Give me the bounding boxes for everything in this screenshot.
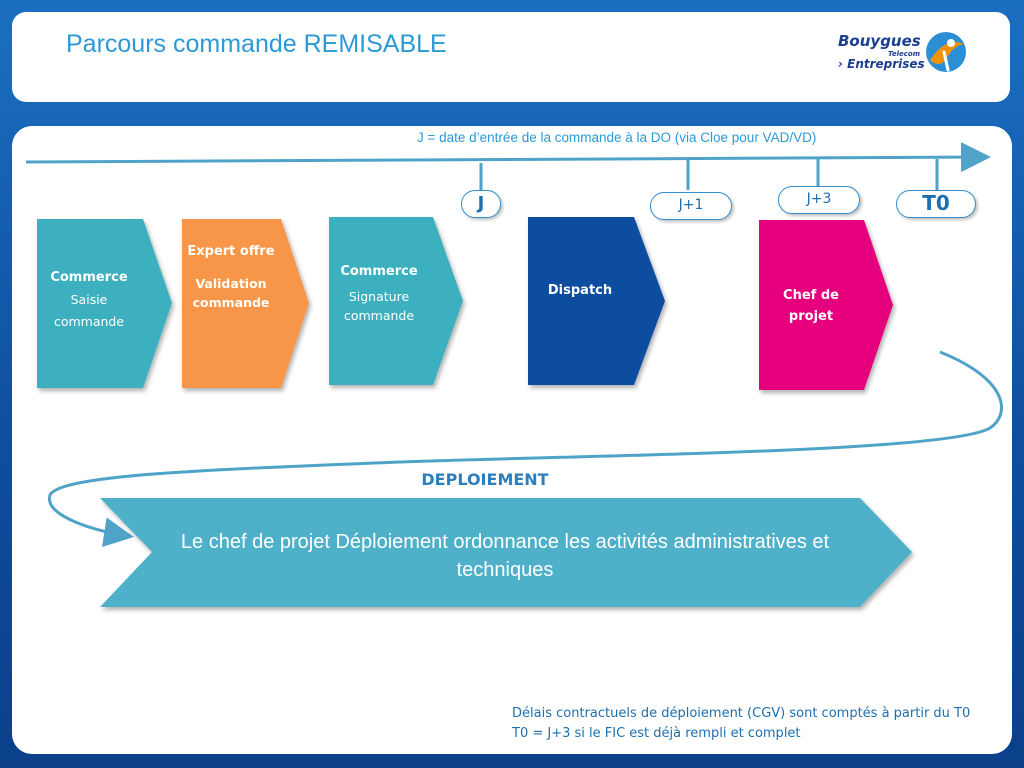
deployment-text: Le chef de projet Déploiement ordonnance… — [180, 531, 830, 581]
step-1-title: Commerce — [50, 270, 128, 285]
step-expert-offre — [182, 219, 309, 388]
footer-notes: Délais contractuels de déploiement (CGV)… — [512, 704, 970, 744]
header-panel — [12, 12, 1010, 102]
step-4-text: Dispatch — [532, 283, 628, 298]
milestone-j: J — [461, 190, 501, 218]
step-commerce-signature — [329, 217, 463, 385]
page-title: Parcours commande REMISABLE — [66, 30, 447, 58]
footer-line-2: T0 = J+3 si le FIC est déjà rempli et co… — [512, 726, 801, 741]
logo-line-3: › Entreprises — [838, 57, 925, 71]
step-4-title: Dispatch — [547, 283, 613, 298]
step-dispatch — [528, 217, 665, 385]
footer-line-1: Délais contractuels de déploiement (CGV)… — [512, 706, 971, 721]
milestone-t0: T0 — [896, 190, 976, 218]
milestone-j1: J+1 — [650, 192, 732, 220]
step-2-subtitle: Validation commande — [192, 276, 270, 310]
step-3-text: Commerce Signature commande — [332, 264, 426, 325]
step-chef-de-projet — [759, 220, 893, 390]
logo-line-1: Bouygues — [838, 32, 921, 50]
step-5-text: Chef de projet — [768, 285, 854, 327]
timeline-arrow — [25, 142, 991, 173]
milestone-j3: J+3 — [778, 186, 860, 214]
step-5-title: Chef de projet — [783, 288, 839, 324]
step-2-text: Expert offre Validation commande — [184, 242, 278, 312]
step-1-text: Commerce Saisie commande — [40, 270, 138, 333]
logo-line-2: Telecom — [888, 50, 921, 58]
timeline-note: J = date d’entrée de la commande à la DO… — [417, 130, 817, 145]
step-1-subtitle: Saisie commande — [53, 292, 125, 329]
step-commerce-saisie — [37, 219, 172, 388]
step-3-subtitle: Signature commande — [343, 289, 415, 323]
step-3-title: Commerce — [340, 264, 418, 279]
deployment-connector — [48, 350, 1003, 548]
brand-logo: Bouygues Telecom › Entreprises — [834, 26, 974, 82]
step-2-title: Expert offre — [187, 244, 275, 259]
bouygues-bird-icon — [926, 32, 966, 72]
deployment-label: DEPLOIEMENT — [421, 470, 549, 489]
deployment-banner — [100, 498, 912, 607]
